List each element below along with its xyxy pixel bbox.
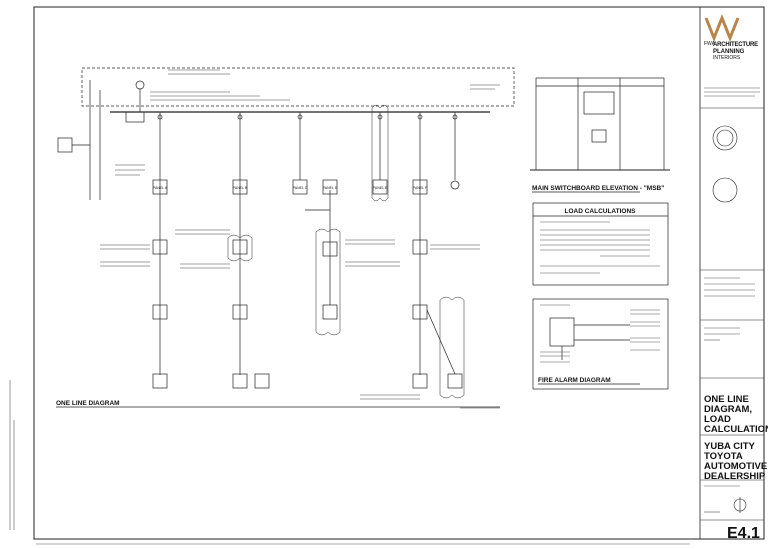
revision-cloud-4 [227,234,253,262]
switchboard-elevation [530,77,670,193]
one-line-notes [100,69,500,409]
margin-notes [9,380,690,545]
fire-alarm-diagram [532,298,669,390]
one-line-diagram [56,67,515,408]
panel-label-f: PANEL F [413,186,427,190]
sheet-number: E4.1 [727,525,760,542]
msb-enclosure [81,67,515,107]
engineer-seal [712,177,738,203]
firm-prefix: FWA [704,41,715,47]
panel-label-a: PANEL A [153,186,168,190]
architect-seal [712,125,738,151]
feeder-3 [292,112,338,320]
title-block [700,13,764,521]
sheet-title: ONE LINE DIAGRAM, LOAD CALCULATIONS [704,394,768,435]
revision-cloud-1 [371,104,389,202]
firm-name-line2: PLANNING [713,49,745,55]
firm-name-line1: ARCHITECTURE [713,42,758,48]
one-line-title: ONE LINE DIAGRAM [56,400,120,407]
feeder-2 [232,112,270,389]
firm-logo [704,13,740,43]
utility-transformer [57,137,73,153]
feeder-6 [450,112,460,190]
feeder-1 [152,112,168,389]
main-breaker [135,80,145,90]
firm-name-line3: INTERIORS [713,55,741,61]
panel-label-c: PANEL C [293,186,308,190]
panel-label-d: PANEL D [323,186,338,190]
revision-cloud-2 [315,228,341,336]
main-meter [125,111,145,123]
fire-alarm-title: FIRE ALARM DIAGRAM [538,377,611,384]
feeder-4 [372,112,388,195]
switchboard-title: MAIN SWITCHBOARD ELEVATION - "MSB" [532,185,664,192]
sheet-border [33,6,765,540]
load-calc-title: LOAD CALCULATIONS [564,208,636,215]
revision-cloud-3 [439,296,465,399]
project-name: YUBA CITY TOYOTA AUTOMOTIVE DEALERSHIP [704,441,768,482]
feeder-5 [412,112,463,389]
panel-label-b: PANEL B [233,186,248,190]
load-calculations [532,202,669,286]
panel-label-e: PANEL E [373,186,388,190]
